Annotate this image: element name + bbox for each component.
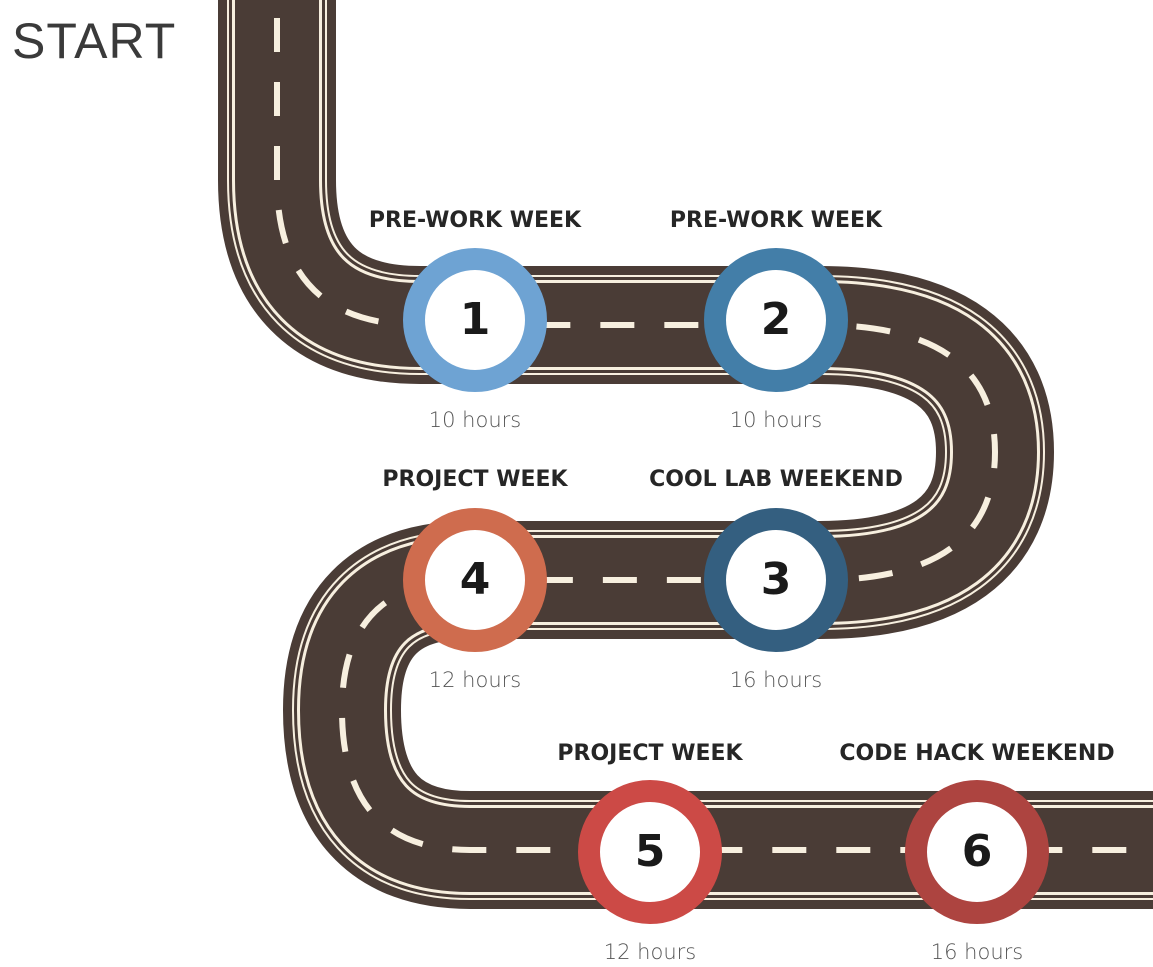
milestone-title: PRE-WORK WEEK bbox=[368, 208, 582, 233]
milestone-title: CODE HACK WEEKEND bbox=[839, 741, 1115, 766]
milestone-circle: 6 bbox=[905, 780, 1049, 924]
milestone-number: 2 bbox=[760, 294, 792, 345]
milestone-circle: 1 bbox=[403, 248, 547, 392]
milestone-title: COOL LAB WEEKEND bbox=[649, 467, 903, 492]
milestone-hours: 10 hours bbox=[729, 408, 823, 432]
milestone-circle: 3 bbox=[704, 508, 848, 652]
milestone-title: PROJECT WEEK bbox=[382, 467, 568, 492]
milestone-number: 4 bbox=[459, 554, 491, 605]
milestone-circle: 5 bbox=[578, 780, 722, 924]
milestone-hours: 10 hours bbox=[428, 408, 522, 432]
milestone-title: PROJECT WEEK bbox=[557, 741, 743, 766]
road-center-dashes bbox=[274, 0, 1153, 853]
milestone-number: 1 bbox=[459, 294, 491, 345]
milestone-hours: 12 hours bbox=[603, 940, 697, 964]
milestone-number: 5 bbox=[634, 826, 666, 877]
milestone-hours: 12 hours bbox=[428, 668, 522, 692]
milestone-hours: 16 hours bbox=[729, 668, 823, 692]
milestone-hours: 16 hours bbox=[930, 940, 1024, 964]
milestone-number: 6 bbox=[961, 826, 993, 877]
road-core-asphalt bbox=[235, 0, 1153, 892]
milestone-circle: 2 bbox=[704, 248, 848, 392]
milestone-number: 3 bbox=[760, 554, 792, 605]
milestone-circle: 4 bbox=[403, 508, 547, 652]
start-label: START bbox=[12, 13, 177, 69]
milestone-title: PRE-WORK WEEK bbox=[669, 208, 883, 233]
